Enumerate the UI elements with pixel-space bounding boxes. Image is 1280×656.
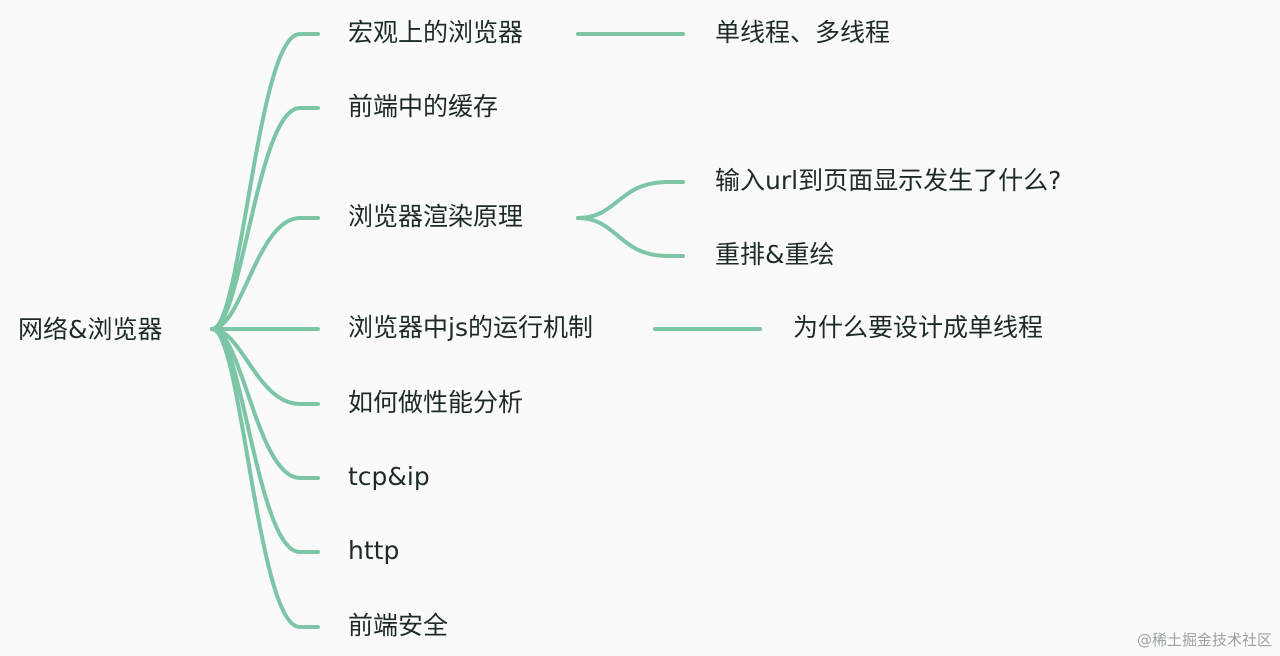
branch-connector-5 <box>210 327 320 406</box>
branch-node-5[interactable]: 如何做性能分析 <box>348 388 524 417</box>
branch-connector-3 <box>210 216 320 331</box>
child-node-1-1[interactable]: 单线程、多线程 <box>715 18 891 47</box>
child-node-3-2[interactable]: 重排&重绘 <box>715 240 835 269</box>
branch-node-4[interactable]: 浏览器中js的运行机制 <box>348 313 593 342</box>
branch-node-6[interactable]: tcp&ip <box>348 462 430 491</box>
child-node-4-1[interactable]: 为什么要设计成单线程 <box>793 313 1044 342</box>
child-node-3-1[interactable]: 输入url到页面显示发生了什么? <box>715 166 1062 195</box>
branch-node-1[interactable]: 宏观上的浏览器 <box>348 18 524 47</box>
watermark: @稀土掘金技术社区 <box>1136 631 1272 649</box>
branch-node-2[interactable]: 前端中的缓存 <box>348 92 499 121</box>
branch-connector-1 <box>210 32 320 331</box>
branch-connector-8 <box>210 327 320 629</box>
child-connector-3-1 <box>576 180 685 220</box>
branch-connector-2 <box>210 106 320 331</box>
branch-node-7[interactable]: http <box>348 536 400 565</box>
branch-node-3[interactable]: 浏览器渲染原理 <box>348 202 524 231</box>
root-node[interactable]: 网络&浏览器 <box>18 315 163 344</box>
branch-node-8[interactable]: 前端安全 <box>348 611 449 640</box>
child-connector-3-2 <box>576 216 685 258</box>
